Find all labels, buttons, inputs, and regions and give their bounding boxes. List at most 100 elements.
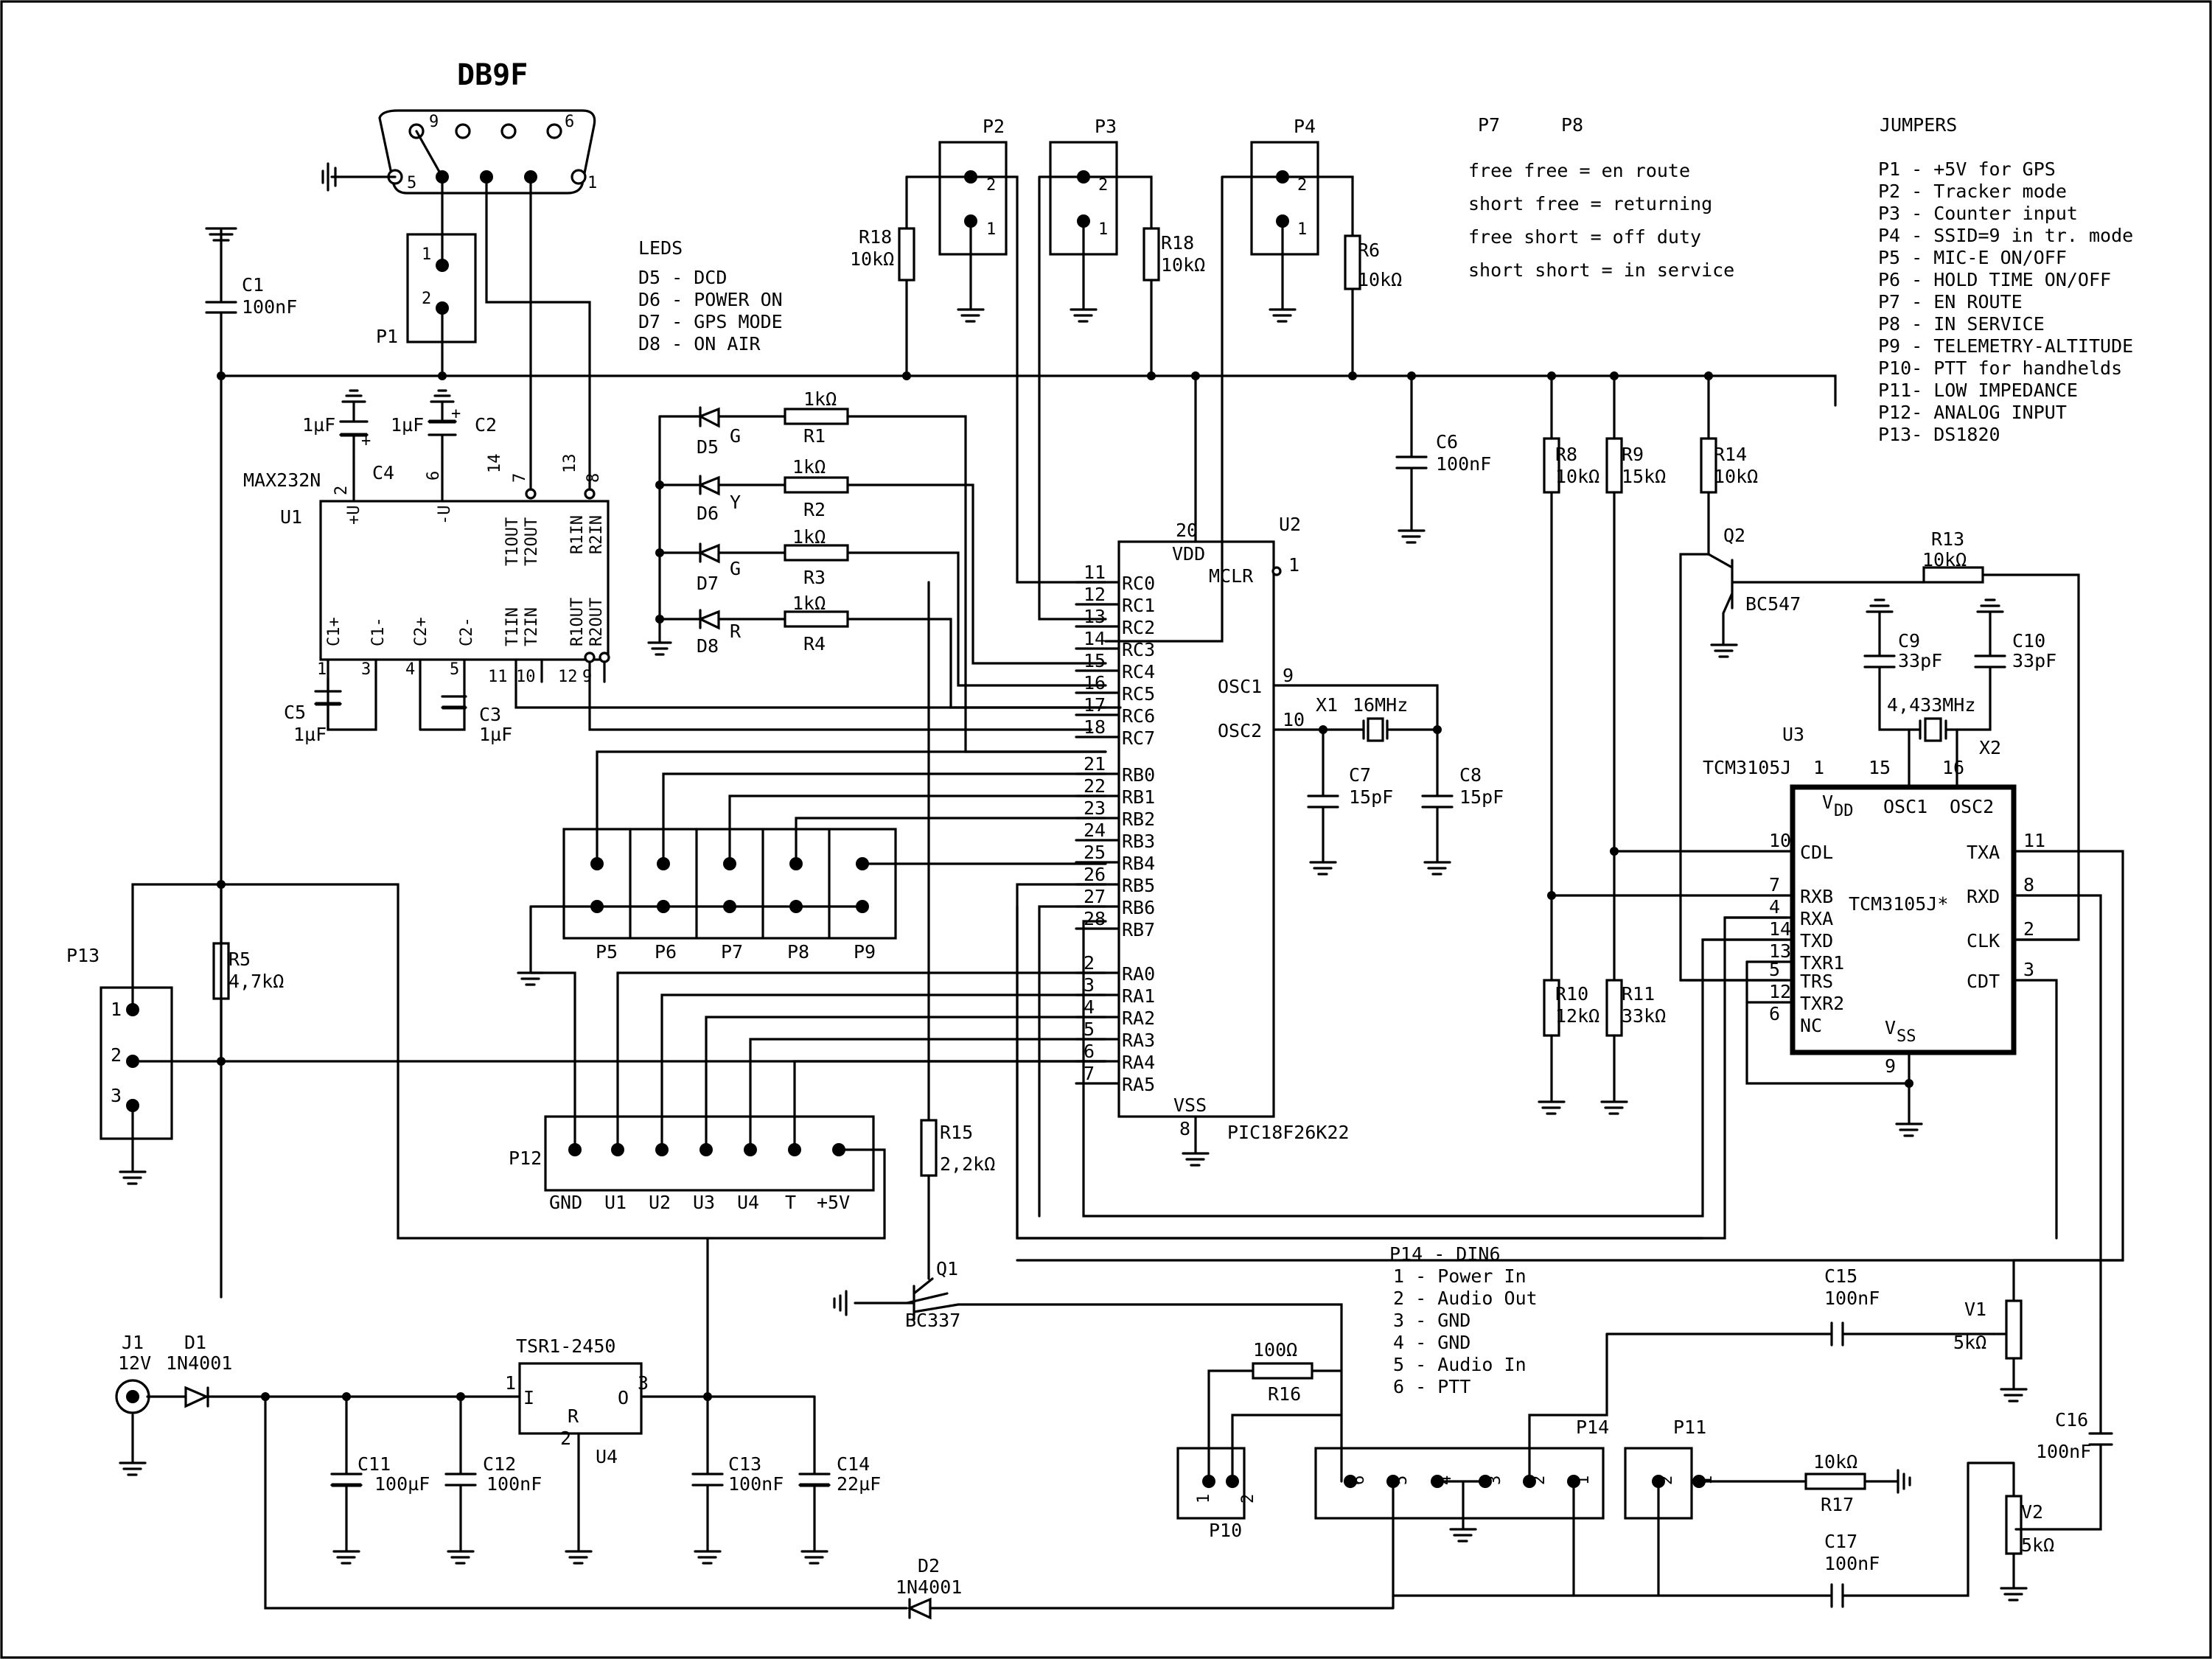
c6-ref: C6	[1436, 431, 1458, 453]
r8-ref: R8	[1555, 444, 1577, 465]
u1-bn-2: 4	[405, 660, 415, 679]
c7-val: 15pF	[1349, 786, 1393, 808]
u1-bot-7: R2OUT	[587, 598, 606, 646]
q1-val: BC337	[905, 1310, 960, 1331]
p13-pin3: 3	[111, 1085, 122, 1106]
u2-pin-label: RA5	[1122, 1074, 1155, 1095]
c11-ref: C11	[357, 1453, 391, 1475]
v2-val: 5kΩ	[2021, 1534, 2054, 1556]
u1-bot-4: T1IN	[503, 607, 522, 646]
u2-pin-label: RC7	[1122, 727, 1155, 749]
d7-ref: D7	[697, 573, 719, 594]
u3-left-pin-number: 10	[1769, 830, 1791, 851]
u3-right-pin-number: 2	[2023, 918, 2034, 940]
chip-u1: U1 MAX232N +U -U T1OUT T2OUT R1IN R2IN C…	[243, 175, 1122, 731]
p13-pin2: 2	[111, 1044, 122, 1066]
u3-pin15: 15	[1869, 757, 1891, 778]
p12-pin-u4: U4	[737, 1192, 759, 1213]
x2-ref: X2	[1979, 737, 2001, 758]
p2-pin2: 2	[986, 176, 996, 195]
u2-pin-label: RA3	[1122, 1030, 1155, 1051]
p14-line-0: 1 - Power In	[1393, 1265, 1527, 1287]
transistor-q1: R15 2,2kΩ Q1 BC337	[833, 581, 1343, 1483]
p11-label: P11	[1673, 1417, 1706, 1438]
r16-ref: R17	[1821, 1494, 1854, 1515]
u2-vss: VSS	[1173, 1094, 1207, 1116]
u2-pin-label: RB2	[1122, 808, 1155, 830]
u1-bot-1: C1-	[369, 617, 388, 646]
db9f-pin5: 5	[407, 174, 416, 192]
jumpers-line-7: P8 - IN SERVICE	[1878, 313, 2045, 335]
wire-d2	[264, 1395, 1395, 1610]
u1-tn-1: 6	[425, 471, 443, 481]
c2-ref: C2	[475, 414, 497, 436]
p14-pin2: 2	[1530, 1475, 1549, 1485]
q2-val: BC547	[1745, 593, 1801, 615]
u2-pin-label: RC2	[1122, 617, 1155, 638]
r9-ref: R9	[1622, 444, 1644, 465]
p3-pin2: 2	[1098, 176, 1108, 195]
j1-ref: J1	[122, 1332, 144, 1353]
c8-val: 15pF	[1459, 786, 1504, 808]
d7-col: G	[730, 558, 741, 579]
u2-mclr: MCLR	[1209, 565, 1254, 587]
p12-pin-u2: U2	[649, 1192, 671, 1213]
vcc-rail	[220, 374, 1837, 407]
u1-tn-3: 7	[511, 473, 529, 483]
c1-ref: C1	[242, 274, 264, 296]
u2-osc1: OSC1	[1218, 676, 1262, 697]
jumpers-line-12: P13- DS1820	[1878, 424, 2000, 445]
u3-right-pin-number: 8	[2023, 874, 2034, 895]
jumpers-line-11: P12- ANALOG INPUT	[1878, 402, 2067, 423]
p14-pin5: 5	[1392, 1475, 1411, 1485]
u4-i: I	[523, 1387, 534, 1408]
d1-val: 1N4001	[166, 1352, 232, 1374]
p12-pin-5v: +5V	[817, 1192, 850, 1213]
u2-pin-number: 2	[1084, 952, 1095, 974]
d8-col: R	[730, 621, 742, 642]
u2-pin-number: 27	[1084, 886, 1106, 907]
d5-ref: D5	[697, 436, 719, 458]
c12-val: 100nF	[486, 1473, 542, 1495]
u2-pin-label: RB6	[1122, 897, 1155, 918]
u2-pin-number: 18	[1084, 716, 1106, 738]
q1-ref: Q1	[936, 1258, 958, 1279]
u3-osc2: OSC2	[1950, 796, 1994, 817]
c11-val: 100µF	[374, 1473, 430, 1495]
p7p8-head-1: P8	[1561, 114, 1583, 136]
r15-ref: R16	[1268, 1383, 1301, 1405]
u1-bot-3: C2-	[458, 617, 476, 646]
c8-ref: C8	[1459, 764, 1482, 786]
u2-pin-label: RB1	[1122, 786, 1155, 808]
capacitor-c11: C11 100µF	[330, 1395, 430, 1565]
u2-pin-number: 16	[1084, 672, 1106, 694]
u2-pin-label: RA2	[1122, 1007, 1155, 1029]
c5-ref: C5	[284, 702, 306, 723]
p5-label: P5	[596, 941, 618, 963]
u2-pin-label: RC4	[1122, 661, 1155, 682]
p14-title: P14 - DIN6	[1389, 1243, 1501, 1265]
u1-top-4: R1IN	[568, 515, 587, 554]
c2-val: 1µF	[391, 414, 424, 436]
u3-pin1: 1	[1813, 757, 1824, 778]
resistor-r9: R9 15kΩ	[1605, 374, 1666, 982]
u3-left-pin-label: TRS	[1800, 971, 1833, 992]
p1-label: P1	[376, 326, 398, 347]
u2-pin-number: 3	[1084, 974, 1095, 996]
c10-val: 33pF	[2012, 650, 2056, 671]
u2-pin-number: 4	[1084, 996, 1095, 1018]
u2-pin-number: 22	[1084, 775, 1106, 797]
r13-ref: R13	[1931, 528, 1964, 550]
u2-pin-label: RB4	[1122, 853, 1155, 874]
u1-bot-2: C2+	[412, 617, 430, 646]
potentiometer-v2: V2 5kΩ	[1841, 1461, 2054, 1602]
capacitor-c14: C14 22µF	[798, 1395, 881, 1565]
u4-pin2: 2	[560, 1428, 571, 1449]
jumpers-line-3: P4 - SSID=9 in tr. mode	[1878, 225, 2133, 246]
u1-tn-4: 13	[561, 454, 579, 474]
capacitor-c4: + 1µF C4	[302, 389, 394, 483]
u2-pin-number: 15	[1084, 650, 1106, 671]
p7p8-line-3: short short = in service	[1468, 259, 1734, 281]
p14-line-3: 4 - GND	[1393, 1332, 1470, 1353]
c13-ref: C13	[728, 1453, 761, 1475]
